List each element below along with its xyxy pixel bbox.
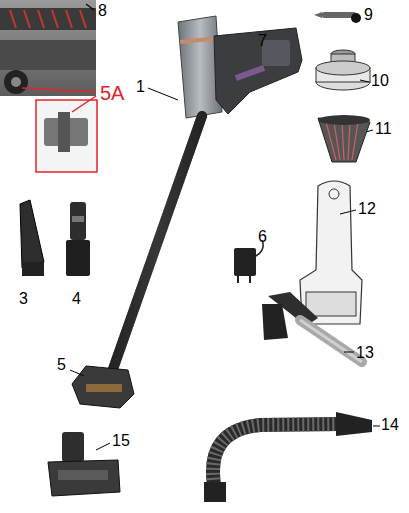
callout-number: 14	[381, 416, 399, 434]
callout-number: 7	[258, 32, 267, 50]
callout-number: 5A	[100, 82, 124, 104]
callout-number: 11	[375, 120, 392, 138]
callout-number: 1	[136, 78, 145, 96]
callout-number: 3	[19, 290, 28, 308]
callout-number: 9	[364, 6, 373, 24]
callout-number: 4	[72, 290, 81, 308]
callout-number: 6	[258, 228, 267, 246]
callout-number: 10	[371, 72, 389, 90]
callout-number: 12	[358, 200, 376, 218]
callout-number: 13	[356, 344, 374, 362]
callout-number: 5	[57, 356, 66, 374]
callout-number: 8	[98, 2, 107, 20]
callout-number: 15	[112, 432, 130, 450]
